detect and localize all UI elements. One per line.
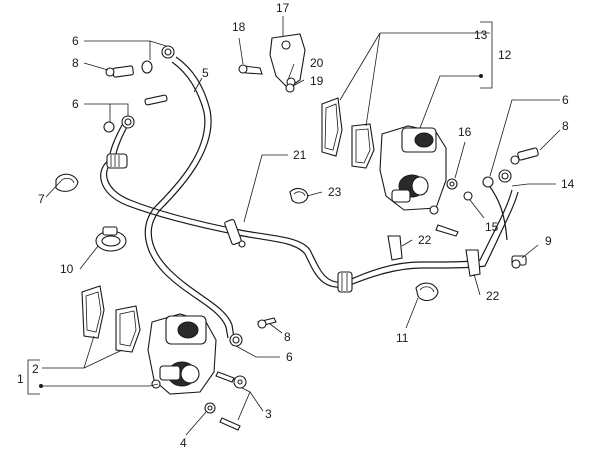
- callout-7: 7: [38, 192, 45, 206]
- upper-left-fittings: [103, 45, 175, 169]
- callout-12: 12: [498, 48, 512, 62]
- hose-clip-11: [415, 282, 439, 301]
- callout-16: 16: [458, 125, 472, 139]
- hose-clip-7: [55, 173, 79, 192]
- callout-11: 11: [396, 331, 409, 345]
- callout-9: 9: [545, 234, 552, 248]
- callout-4: 4: [180, 436, 187, 450]
- callout-17: 17: [276, 1, 290, 15]
- group-dot-1: [39, 384, 43, 388]
- callout-10: 10: [60, 262, 74, 276]
- callout-22-centre: 22: [418, 233, 432, 247]
- callout-14: 14: [561, 177, 575, 191]
- upper-right-caliper: [321, 97, 473, 237]
- callout-5: 5: [202, 66, 209, 80]
- callout-13: 13: [474, 28, 488, 42]
- right-fittings: [482, 147, 539, 269]
- callout-6-top-left: 6: [72, 34, 79, 48]
- callout-1: 1: [17, 372, 24, 386]
- callout-8-top-left: 8: [72, 56, 79, 70]
- callout-19: 19: [310, 74, 324, 88]
- callout-8-lower: 8: [284, 330, 291, 344]
- callout-21: 21: [293, 148, 307, 162]
- callout-20: 20: [310, 56, 324, 70]
- callout-15: 15: [485, 220, 499, 234]
- callout-6-left: 6: [72, 97, 79, 111]
- callout-18: 18: [232, 20, 246, 34]
- lower-left-caliper: [81, 285, 277, 431]
- leader-lines: [27, 16, 561, 436]
- callout-labels: 1 2 3 4 5 6 6 6 6 7 8 8 8 9 10 11 12 13 …: [17, 1, 575, 450]
- callout-2: 2: [32, 362, 39, 376]
- group-dot-12: [479, 74, 483, 78]
- bracket-17: [238, 33, 306, 93]
- callout-3: 3: [265, 407, 272, 421]
- line-clips: [224, 187, 481, 293]
- callout-23: 23: [328, 185, 342, 199]
- callout-22-right: 22: [486, 289, 500, 303]
- hose-clamp-10: [95, 226, 127, 252]
- callout-6-right: 6: [562, 93, 569, 107]
- callout-8-right: 8: [562, 119, 569, 133]
- callout-6-lower: 6: [286, 350, 293, 364]
